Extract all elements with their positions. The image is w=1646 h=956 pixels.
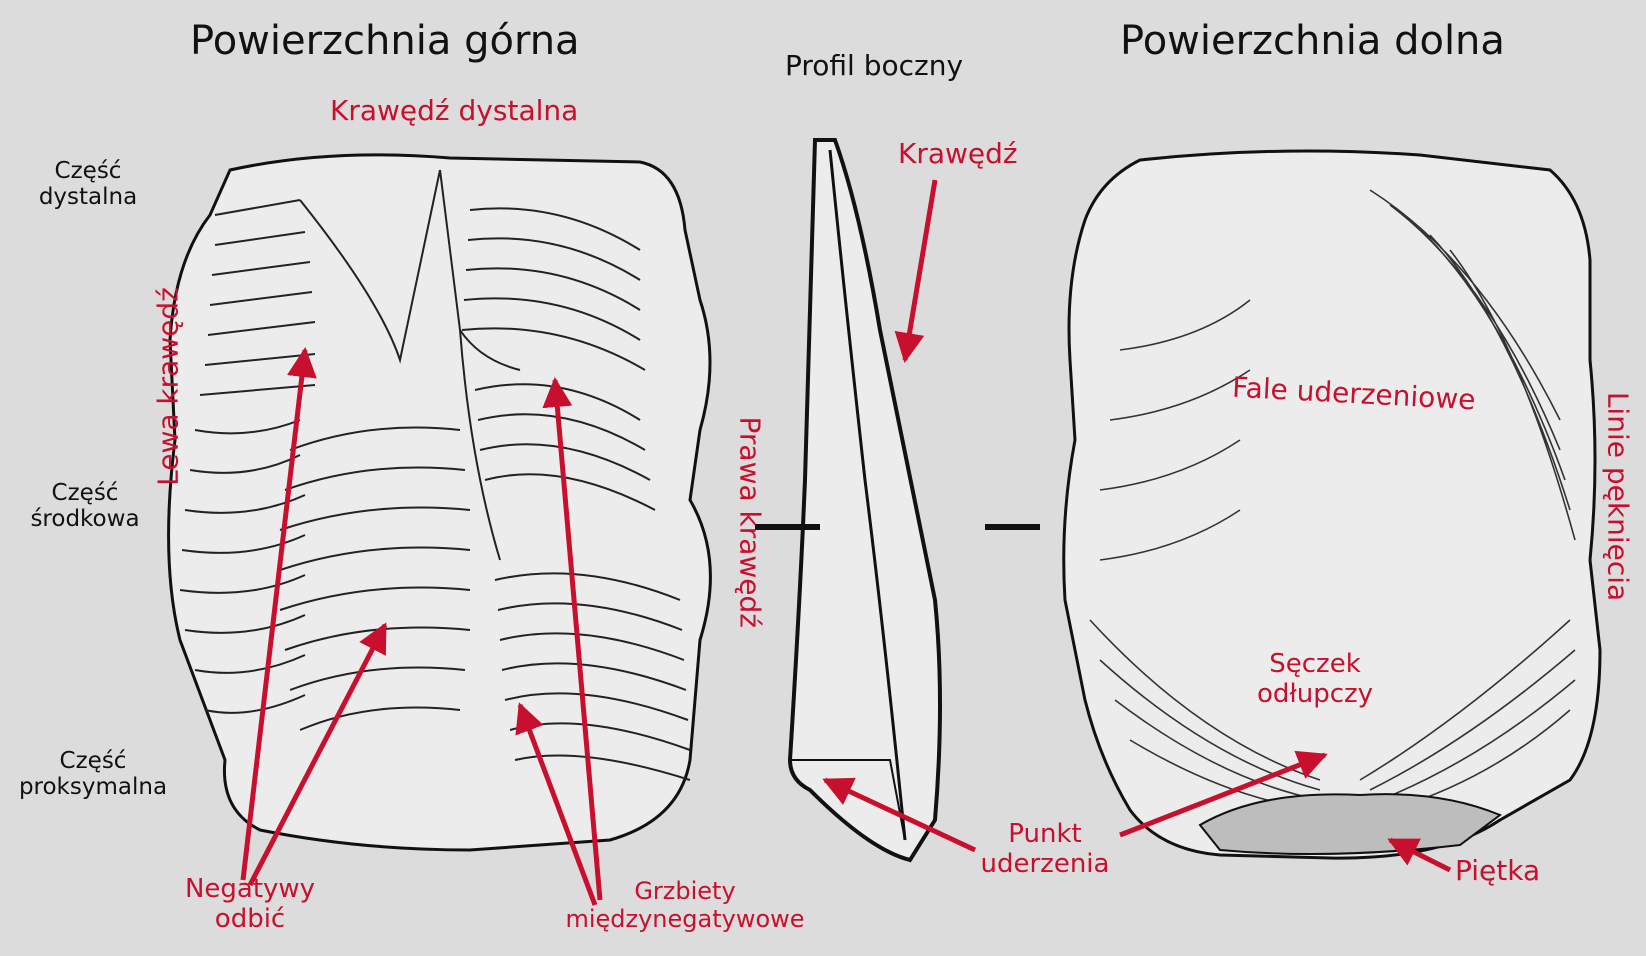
label-heel: Piętka <box>1455 854 1541 887</box>
label-distal-edge: Krawędź dystalna <box>330 94 579 127</box>
label-left-edge: Lewa krawędź <box>151 287 185 486</box>
title-upper-surface: Powierzchnia górna <box>190 18 580 64</box>
lower-surface-outline <box>1062 149 1602 860</box>
title-lower-surface: Powierzchnia dolna <box>1120 18 1505 64</box>
side-profile-outline <box>787 138 942 863</box>
label-fissure-lines: Linie pęknięcia <box>1601 391 1635 602</box>
title-side-profile: Profil boczny <box>785 49 964 82</box>
annotation-arrows <box>240 179 1452 906</box>
lower-surface-ripples <box>1089 189 1576 811</box>
label-edge: Krawędź <box>898 137 1018 170</box>
heel-platform <box>1198 793 1503 855</box>
label-right-edge: Prawa krawędź <box>733 416 767 629</box>
upper-surface-outline <box>167 153 712 852</box>
